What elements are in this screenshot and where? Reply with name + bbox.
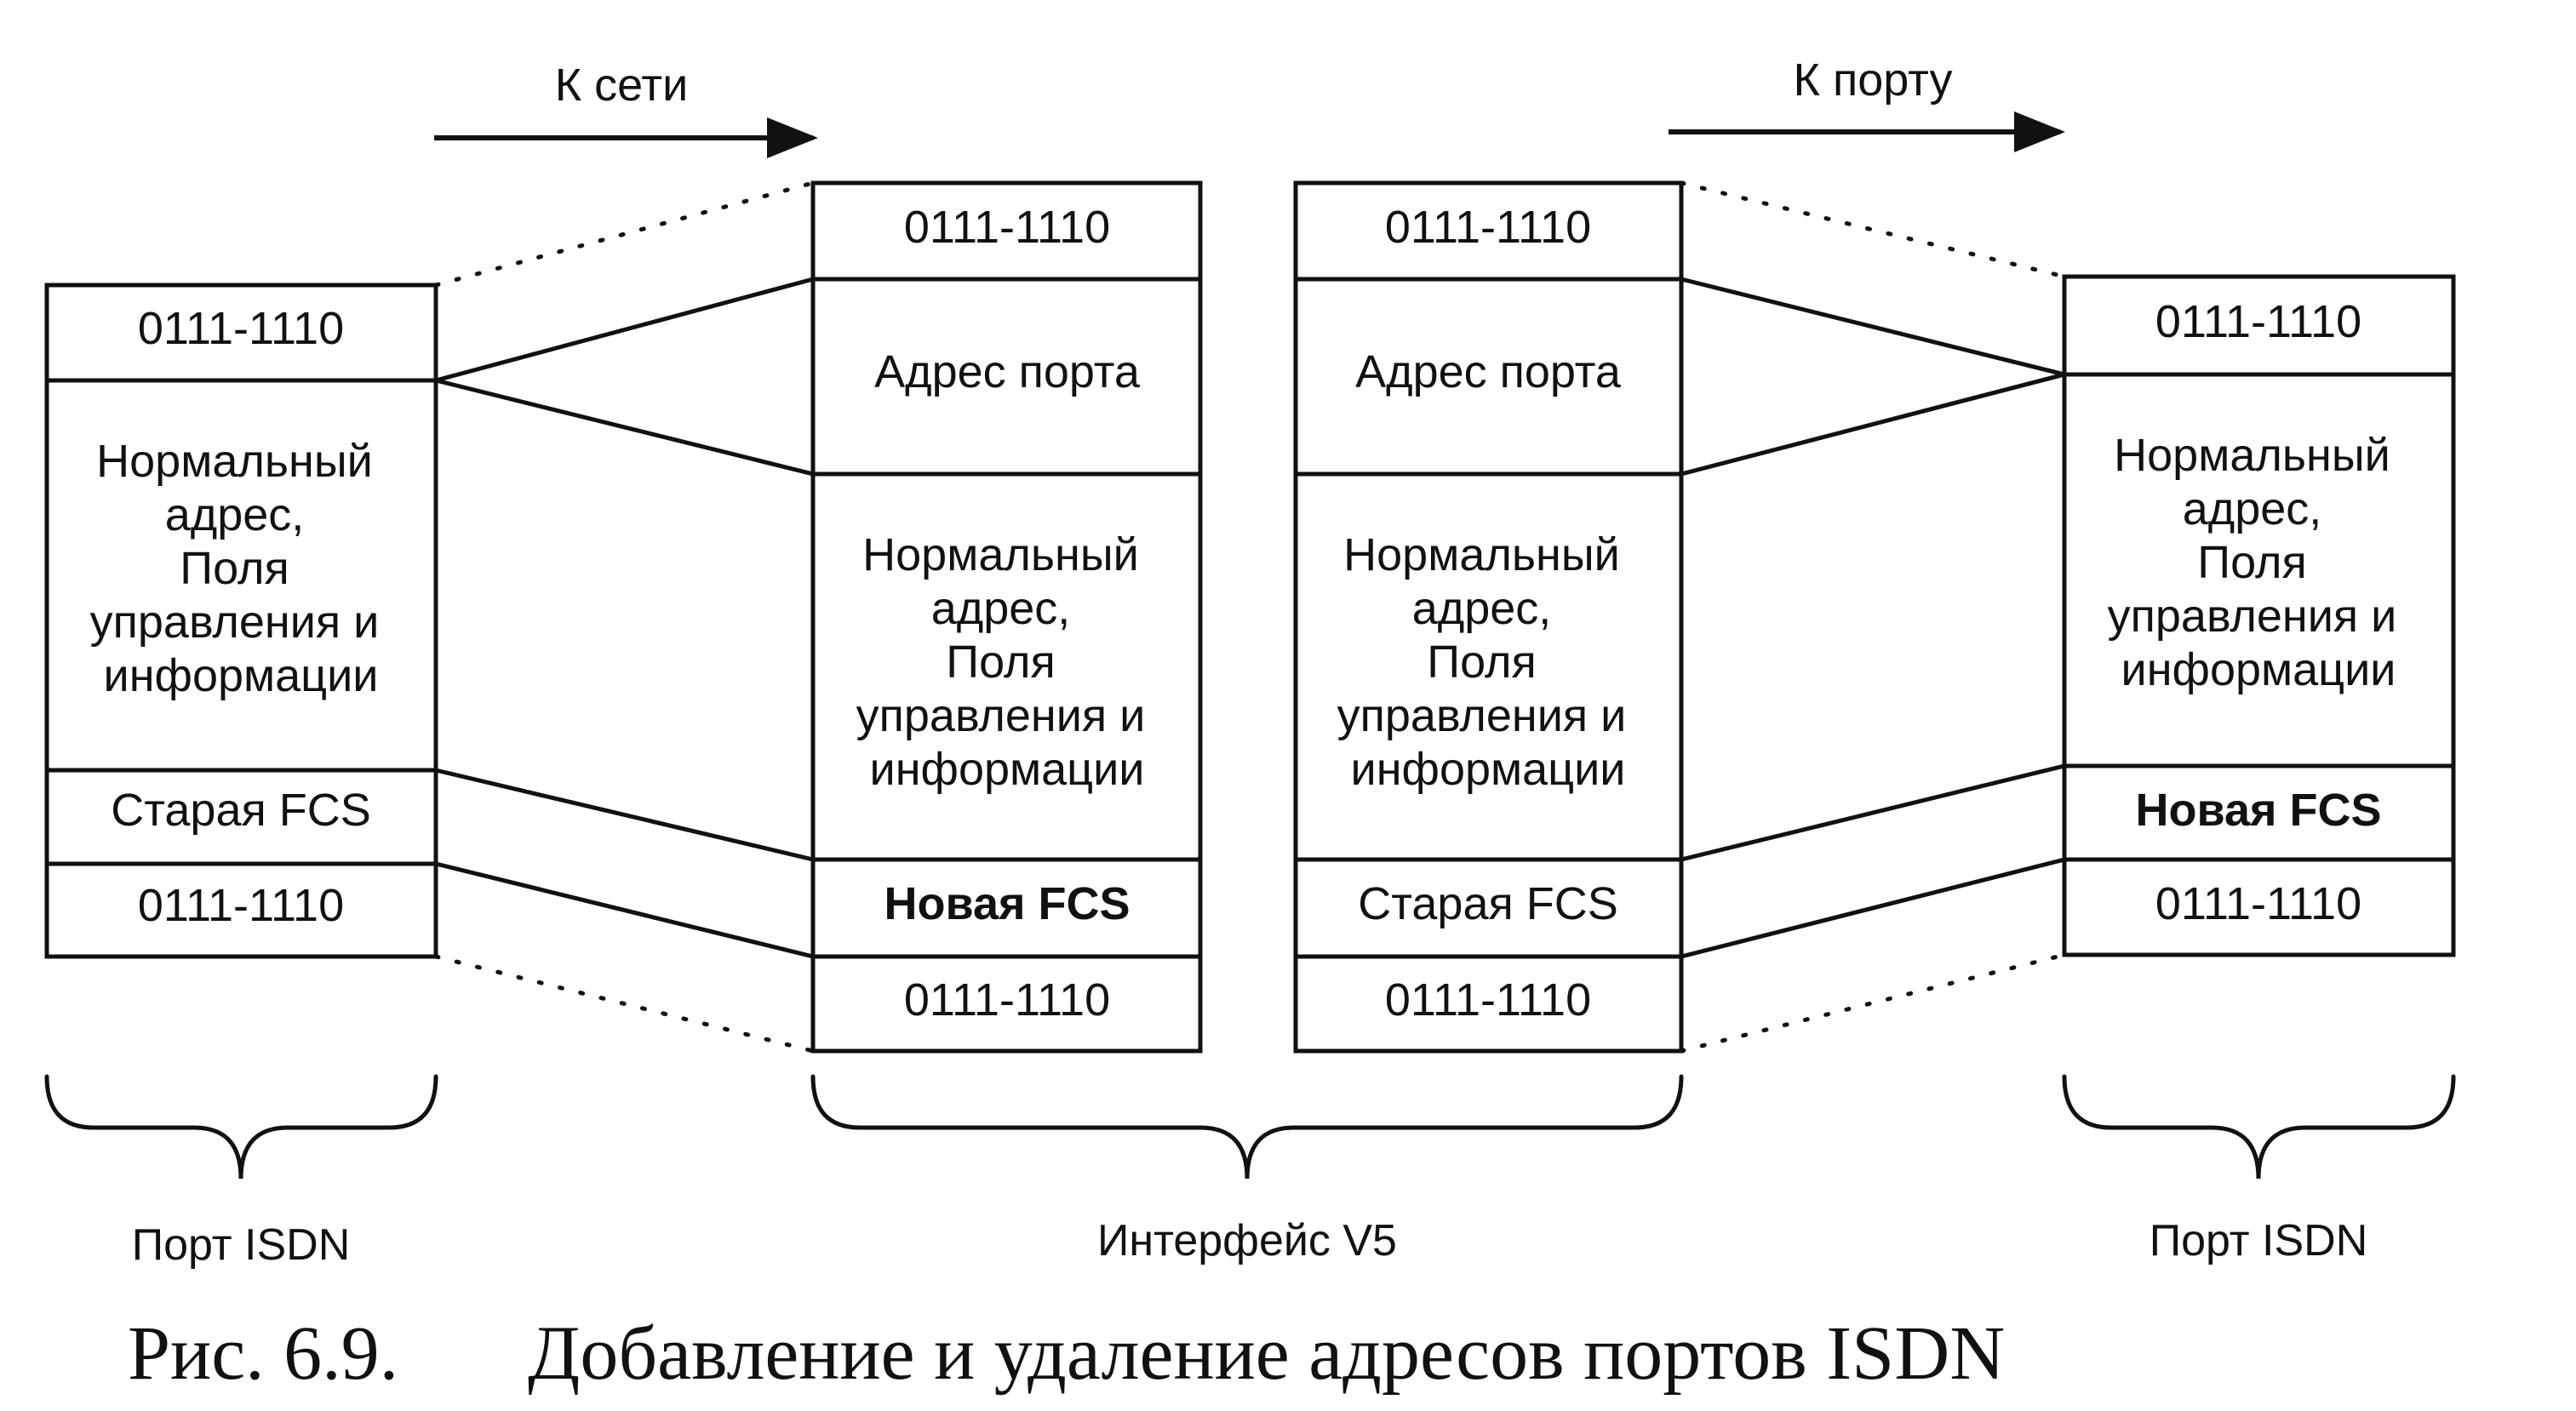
body-line: управления и <box>1337 690 1627 741</box>
body-line: управления и <box>856 690 1146 741</box>
body-line: адрес, <box>2183 483 2322 534</box>
frame-left: 0111-1110 Нормальный адрес, Поля управле… <box>44 283 438 959</box>
frame-right-flag-top: 0111-1110 <box>2155 296 2361 347</box>
frame-center-right-flag-top: 0111-1110 <box>1385 202 1591 253</box>
body-line: Поля <box>2197 537 2306 588</box>
frame-center-right: 0111-1110 Адрес порта Нормальный адрес, … <box>1293 180 1684 1054</box>
frame-center-left-fcs: Новая FCS <box>884 878 1130 929</box>
brace-left <box>44 1074 438 1180</box>
body-line: Нормальный <box>862 529 1139 580</box>
body-line: Поля <box>1427 637 1536 688</box>
arrow-to-network: К сети <box>434 60 818 158</box>
frame-left-flag-bottom: 0111-1110 <box>138 880 344 931</box>
label-v5-interface: Интерфейс V5 <box>1097 1216 1397 1265</box>
frame-right-flag-bottom: 0111-1110 <box>2155 878 2361 929</box>
brace-right <box>2062 1074 2456 1180</box>
body-line: адрес, <box>165 489 305 540</box>
body-line: Нормальный <box>1343 529 1620 580</box>
arrow-to-network-label: К сети <box>555 60 689 111</box>
body-line: адрес, <box>931 583 1071 634</box>
body-line: Нормальный <box>96 436 373 487</box>
frame-center-left-flag-top: 0111-1110 <box>904 202 1110 253</box>
label-isdn-port-right: Порт ISDN <box>2150 1216 2368 1265</box>
frame-left-body: Нормальный адрес, Поля управления и инфо… <box>90 436 392 701</box>
caption-title: Добавление и удаление адресов портов ISD… <box>528 1311 2005 1396</box>
brace-center <box>810 1074 1684 1180</box>
body-line: управления и <box>2108 591 2397 642</box>
frame-right-body: Нормальный адрес, Поля управления и инфо… <box>2108 430 2410 695</box>
body-line: информации <box>104 650 379 701</box>
frame-right-fcs: Новая FCS <box>2135 785 2381 836</box>
frame-center-right-fcs: Старая FCS <box>1358 878 1617 929</box>
frame-center-left: 0111-1110 Адрес порта Нормальный адрес, … <box>810 180 1203 1054</box>
solid-connectors <box>435 277 2065 959</box>
braces <box>44 1074 2456 1180</box>
body-line: информации <box>2121 644 2396 695</box>
arrow-to-port: К порту <box>1669 54 2065 152</box>
frame-left-flag-top: 0111-1110 <box>138 303 344 354</box>
body-line: адрес, <box>1412 583 1552 634</box>
body-line: информации <box>870 744 1145 795</box>
frame-right: 0111-1110 Нормальный адрес, Поля управле… <box>2062 274 2456 957</box>
frame-center-right-flag-bottom: 0111-1110 <box>1385 974 1591 1025</box>
body-line: Нормальный <box>2114 430 2390 481</box>
frame-center-left-body: Нормальный адрес, Поля управления и инфо… <box>856 529 1159 795</box>
frame-center-right-port-address: Адрес порта <box>1355 346 1622 397</box>
label-isdn-port-left: Порт ISDN <box>132 1220 351 1270</box>
frame-center-right-body: Нормальный адрес, Поля управления и инфо… <box>1337 529 1640 795</box>
body-line: управления и <box>90 597 380 648</box>
dotted-connectors <box>433 180 2067 1054</box>
arrow-to-port-label: К порту <box>1794 54 1953 106</box>
caption-number: Рис. 6.9. <box>128 1311 398 1396</box>
frame-left-fcs: Старая FCS <box>111 785 370 836</box>
frame-center-left-flag-bottom: 0111-1110 <box>904 974 1110 1025</box>
body-line: Поля <box>180 543 289 594</box>
body-line: Поля <box>946 637 1055 688</box>
frame-center-left-port-address: Адрес порта <box>874 346 1141 397</box>
body-line: информации <box>1351 744 1626 795</box>
